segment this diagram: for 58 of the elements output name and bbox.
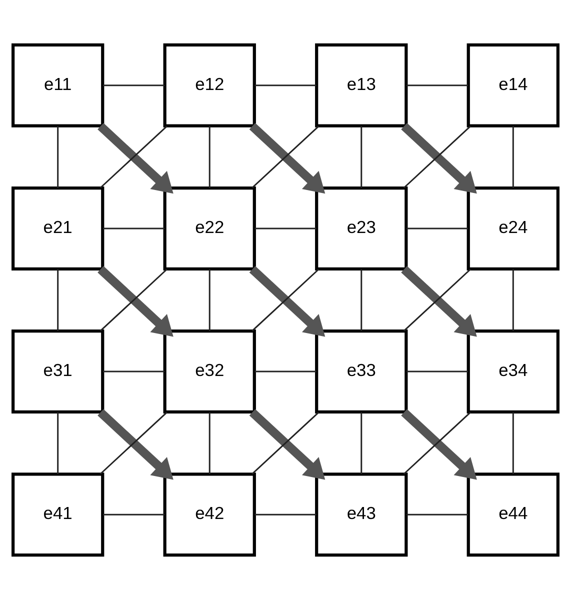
connector — [100, 125, 168, 188]
connector — [403, 125, 471, 188]
node-box: e33 — [315, 329, 408, 414]
connector — [254, 370, 316, 372]
connector — [403, 268, 471, 332]
node-box: e22 — [163, 186, 256, 270]
connector — [406, 84, 468, 86]
arrow — [401, 408, 477, 480]
connector — [512, 412, 514, 474]
connector — [100, 268, 168, 332]
connector — [102, 370, 165, 372]
node-box: e23 — [315, 186, 408, 270]
node-box: e42 — [163, 472, 256, 556]
node-box: e44 — [466, 472, 560, 556]
connector — [100, 411, 168, 474]
node-box: e34 — [466, 329, 560, 414]
node-box: e43 — [315, 472, 408, 556]
arrow — [249, 266, 326, 336]
node-box: e11 — [12, 42, 104, 127]
node-box: e31 — [12, 329, 104, 414]
connector — [254, 84, 316, 86]
connector — [251, 411, 320, 474]
connector — [208, 126, 210, 188]
arrow — [98, 266, 174, 336]
connector — [57, 412, 59, 474]
arrow — [401, 122, 477, 194]
connector — [254, 227, 316, 229]
connector — [403, 411, 471, 474]
connector — [406, 370, 468, 372]
node-box: e14 — [466, 42, 560, 127]
node-box: e24 — [466, 186, 560, 270]
connector — [102, 84, 165, 86]
node-box: e12 — [163, 42, 256, 127]
arrow — [98, 408, 174, 480]
connector — [57, 126, 59, 188]
connector — [251, 125, 320, 188]
node-box: e21 — [12, 186, 104, 270]
connector — [406, 513, 468, 515]
connector — [512, 126, 514, 188]
arrow — [249, 122, 326, 194]
connector — [360, 268, 362, 331]
connector — [251, 268, 320, 332]
connector — [102, 227, 165, 229]
arrow — [401, 266, 477, 336]
node-box: e32 — [163, 329, 256, 414]
connector — [57, 268, 59, 331]
connector — [208, 268, 210, 331]
connector — [254, 513, 316, 515]
connector — [102, 513, 165, 515]
connector — [406, 227, 468, 229]
connector — [360, 412, 362, 474]
connector — [360, 126, 362, 188]
node-box: e41 — [12, 472, 104, 556]
connector — [208, 412, 210, 474]
node-box: e13 — [315, 42, 408, 127]
arrow — [98, 122, 174, 194]
connector — [512, 268, 514, 331]
arrow — [249, 408, 326, 480]
